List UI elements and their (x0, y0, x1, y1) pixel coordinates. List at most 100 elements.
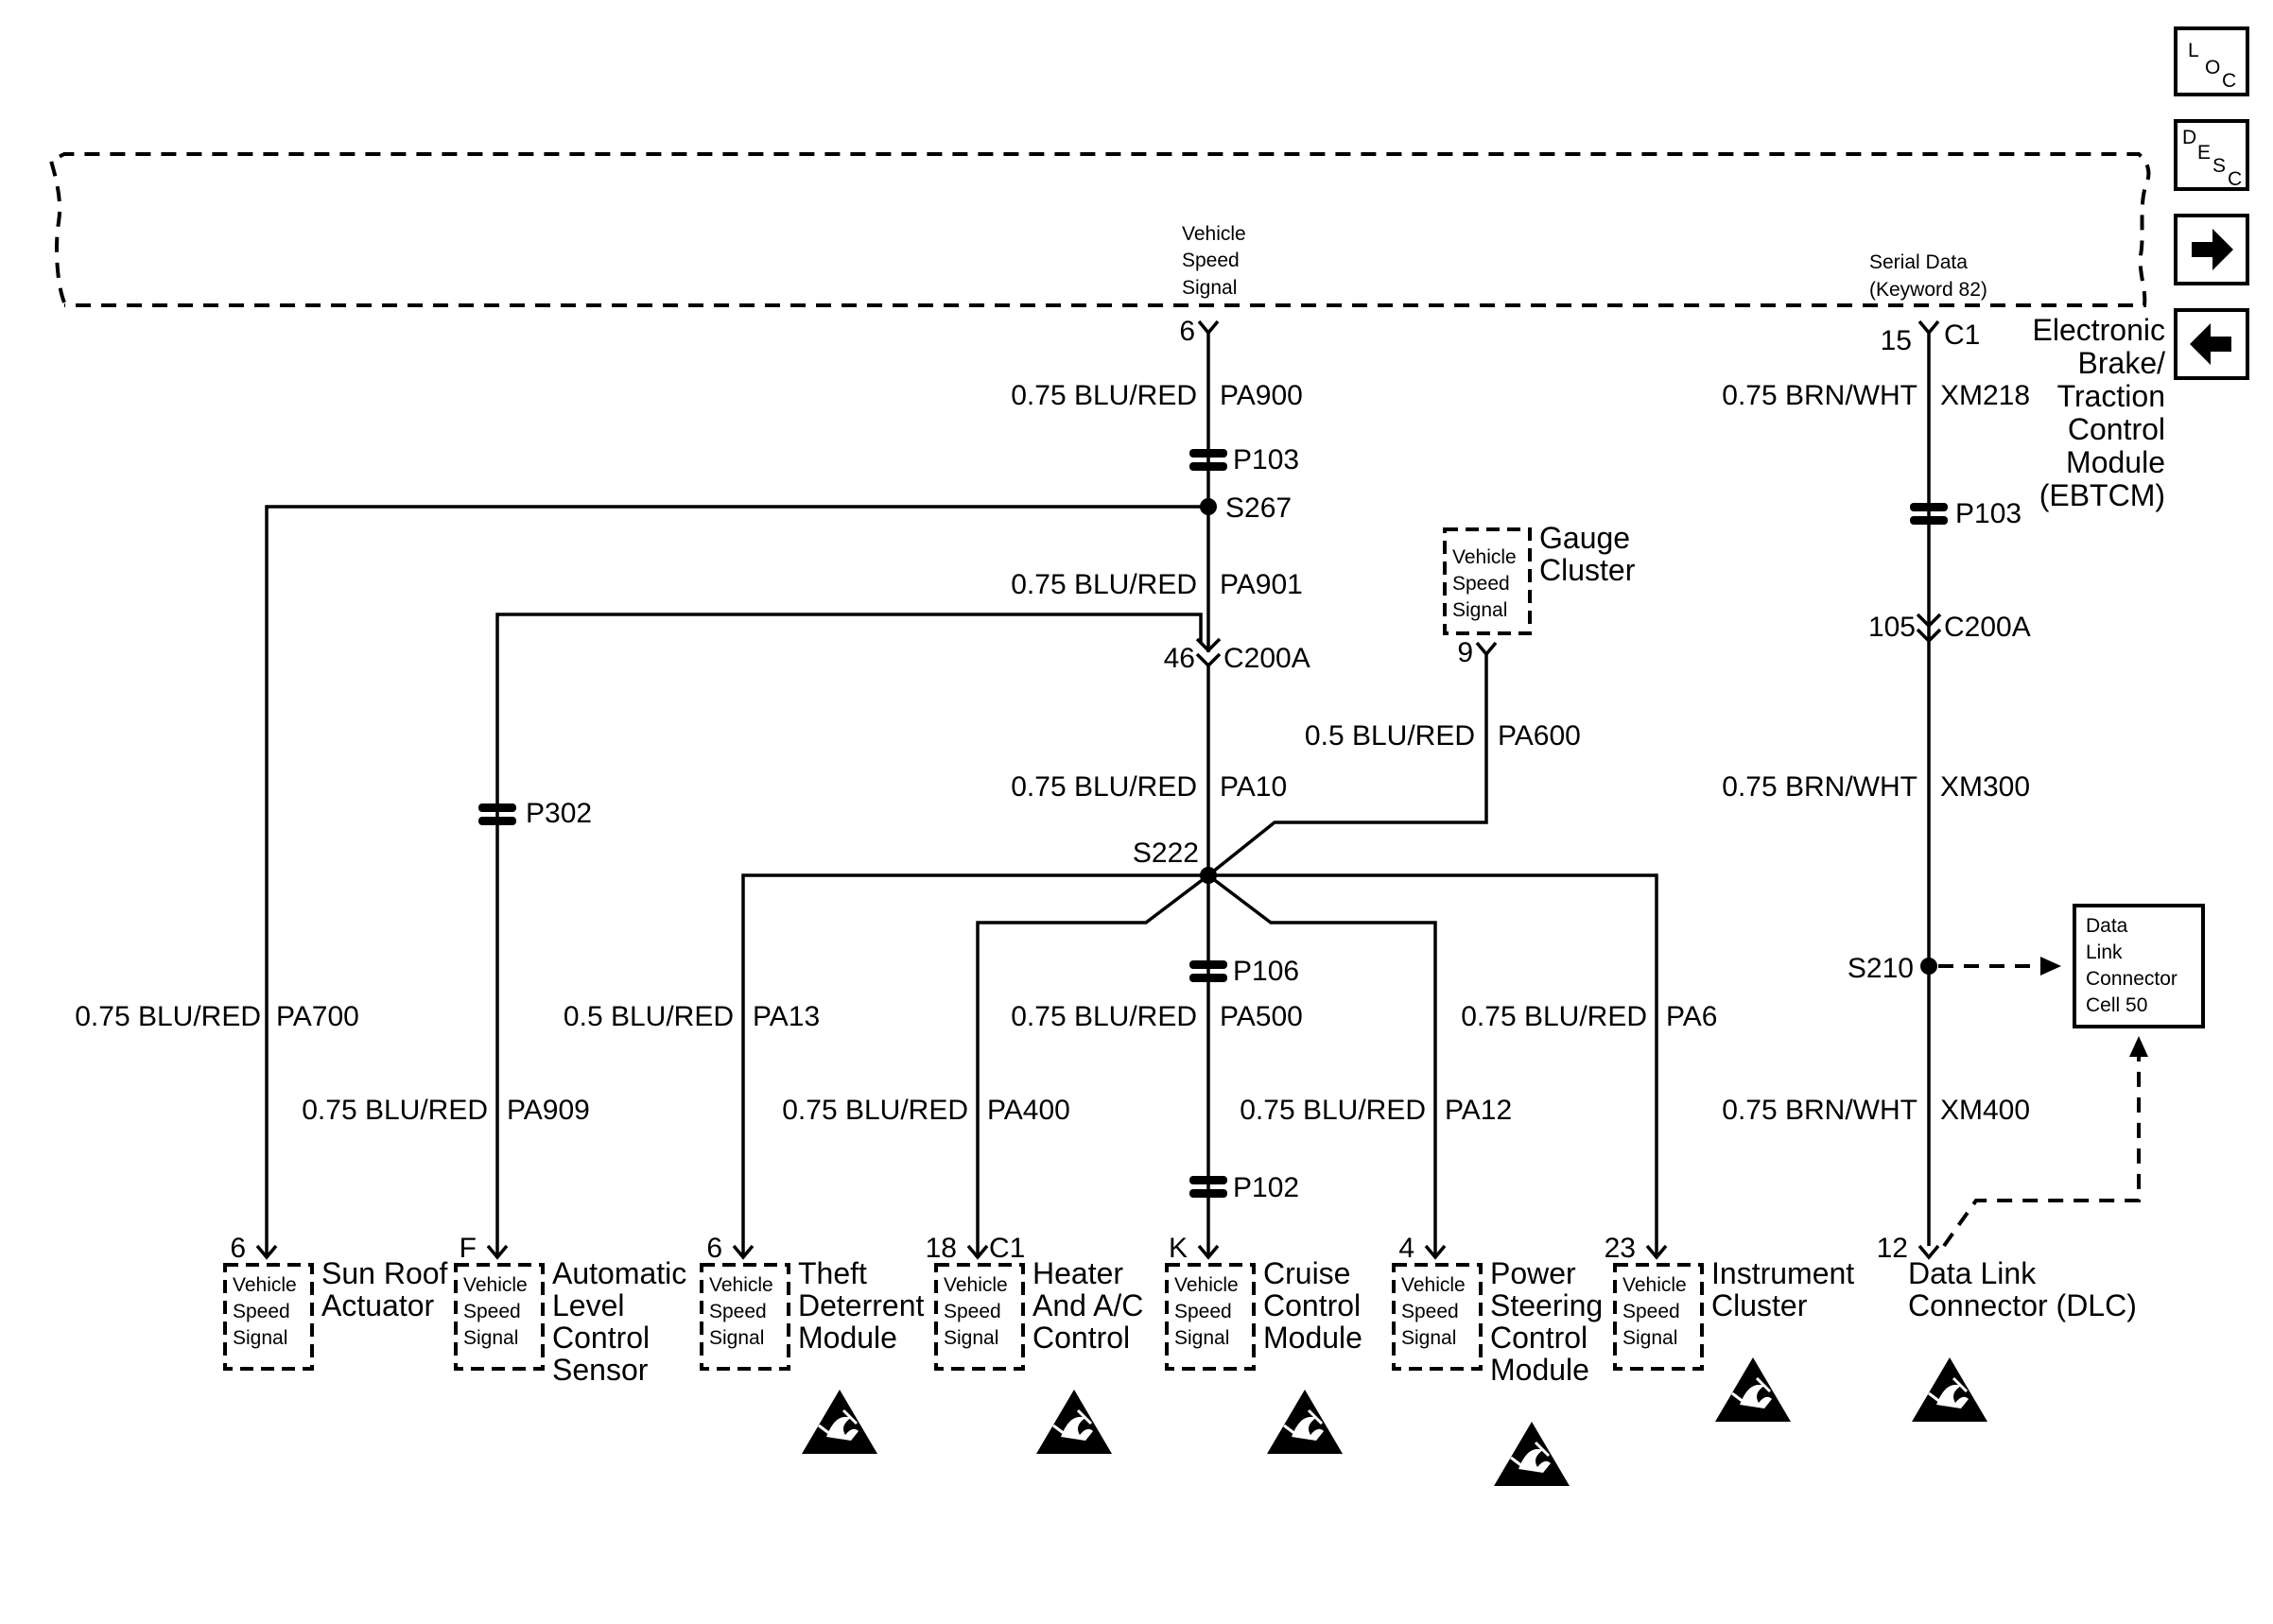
wire-xm300-circuit: XM300 (1940, 771, 2030, 803)
connector-c200a-right-name: C200A (1944, 612, 2031, 643)
module-vss-label: Speed (1401, 1301, 1459, 1322)
module-vss-label: Vehicle (1622, 1274, 1687, 1296)
module-terminal (486, 1244, 509, 1260)
svg-text:(EBTCM): (EBTCM) (2039, 478, 2165, 512)
splice-s222-label: S222 (1133, 838, 1199, 869)
gauge-cluster-name-2: Cluster (1539, 553, 1636, 587)
module-name: Module (798, 1321, 897, 1355)
next-page-button[interactable] (2174, 214, 2249, 285)
module-name: Theft (798, 1256, 867, 1290)
previous-page-button[interactable] (2174, 308, 2249, 380)
connector-p102 (1189, 1176, 1227, 1198)
dlc-cell-link[interactable]: Data Link Connector Cell 50 (2073, 904, 2205, 1028)
module-pin: 6 (706, 1233, 722, 1264)
svg-text:S: S (2212, 155, 2226, 177)
connector-c200a-right-pin: 105 (1868, 612, 1916, 643)
module-terminal (732, 1244, 755, 1260)
module-name: Automatic (552, 1256, 686, 1290)
wire-xm400-circuit: XM400 (1940, 1095, 2030, 1126)
module-name: Data Link (1908, 1256, 2037, 1290)
svg-text:Link: Link (2086, 942, 2123, 963)
wire-pa500-circuit: PA500 (1220, 1001, 1303, 1032)
module-vss-label: Signal (1174, 1327, 1229, 1349)
wire-pa700-circuit: PA700 (276, 1001, 359, 1032)
gauge-cluster-box (1443, 527, 1532, 635)
module-name: Sensor (552, 1353, 649, 1387)
svg-text:Connector: Connector (2086, 968, 2178, 990)
module-vss-label: Vehicle (463, 1274, 528, 1296)
module-vss-label: Vehicle (1174, 1274, 1239, 1296)
module-name: Cluster (1711, 1288, 1808, 1322)
module-name: Connector (DLC) (1908, 1288, 2137, 1322)
wire-pa12-circuit: PA12 (1445, 1095, 1512, 1126)
module-name: Heater (1032, 1256, 1123, 1290)
wire-pa13-label: 0.5 BLU/RED (564, 1001, 734, 1032)
wire-pa901-circuit: PA901 (1220, 569, 1303, 600)
arrowhead-right-icon (2040, 957, 2061, 976)
svg-text:Traction: Traction (2057, 379, 2165, 413)
module-vss-box (700, 1263, 790, 1371)
module-pin: F (460, 1233, 477, 1264)
wire-pa909-label: 0.75 BLU/RED (302, 1095, 488, 1126)
module-terminal (255, 1244, 278, 1260)
gauge-cluster-terminal (1475, 641, 1498, 657)
description-button[interactable]: D E S C (2174, 119, 2249, 191)
connector-p103-right (1910, 503, 1948, 525)
svg-text:C: C (2228, 168, 2242, 190)
gauge-cluster-vss-3: Signal (1452, 599, 1507, 621)
wire-pa900-circuit: PA900 (1220, 380, 1303, 411)
ebtcm-vss-label-3: Signal (1182, 277, 1237, 299)
ebtcm-vss-label-1: Vehicle (1182, 223, 1246, 245)
wire-pa600-label: 0.5 BLU/RED (1305, 720, 1475, 752)
location-button[interactable]: L O C (2174, 26, 2249, 96)
connector-p106-label: P106 (1233, 956, 1299, 987)
module-name: Control (1490, 1321, 1588, 1355)
svg-text:C: C (2222, 70, 2236, 92)
module-vss-box (223, 1263, 314, 1371)
connector-p302-label: P302 (526, 798, 592, 829)
module-terminal (1197, 1244, 1220, 1260)
svg-text:O: O (2205, 57, 2220, 78)
esd-warning-icon (1036, 1390, 1112, 1454)
svg-text:E: E (2197, 142, 2211, 164)
wire-pa13 (741, 873, 1208, 1257)
wire-pa700 (265, 505, 1208, 1257)
svg-text:Data: Data (2086, 915, 2128, 937)
module-vss-label: Signal (944, 1327, 998, 1349)
gauge-cluster-vss-1: Vehicle (1452, 546, 1517, 568)
wire-xm400-label: 0.75 BRN/WHT (1722, 1095, 1917, 1126)
module-vss-label: Speed (463, 1301, 521, 1322)
module-vss-label: Speed (233, 1301, 290, 1322)
connector-p102-label: P102 (1233, 1172, 1299, 1203)
module-vss-label: Vehicle (1401, 1274, 1466, 1296)
module-pin: 18 (926, 1233, 957, 1264)
module-vss-box (934, 1263, 1025, 1371)
wire-pa700-label: 0.75 BLU/RED (75, 1001, 261, 1032)
wire-pa6-circuit: PA6 (1666, 1001, 1717, 1032)
module-pin: K (1169, 1233, 1188, 1264)
module-vss-label: Speed (1622, 1301, 1680, 1322)
svg-text:D: D (2182, 127, 2196, 148)
esd-warning-icon (1715, 1357, 1791, 1422)
ebtcm-outline (48, 152, 2151, 307)
gauge-cluster-pin: 9 (1457, 637, 1473, 668)
left-arrow-icon (2190, 323, 2231, 365)
ebtcm-pin-serial-terminal (1917, 320, 1940, 336)
module-vss-box (454, 1263, 545, 1371)
module-name: Steering (1490, 1288, 1603, 1322)
wire-pa400 (976, 873, 1210, 1257)
svg-text:Cell 50: Cell 50 (2086, 994, 2147, 1016)
module-pin: 4 (1398, 1233, 1414, 1264)
wire-pa13-circuit: PA13 (753, 1001, 820, 1032)
wire-pa500-label: 0.75 BLU/RED (1011, 1001, 1197, 1032)
module-pin: 6 (230, 1233, 246, 1264)
module-vss-box (1613, 1263, 1704, 1371)
wire-pa10-label: 0.75 BLU/RED (1011, 771, 1197, 803)
ebtcm-serial-label-1: Serial Data (1869, 251, 1968, 273)
gauge-cluster-vss-2: Speed (1452, 573, 1510, 595)
wire-pa6 (1208, 873, 1658, 1257)
